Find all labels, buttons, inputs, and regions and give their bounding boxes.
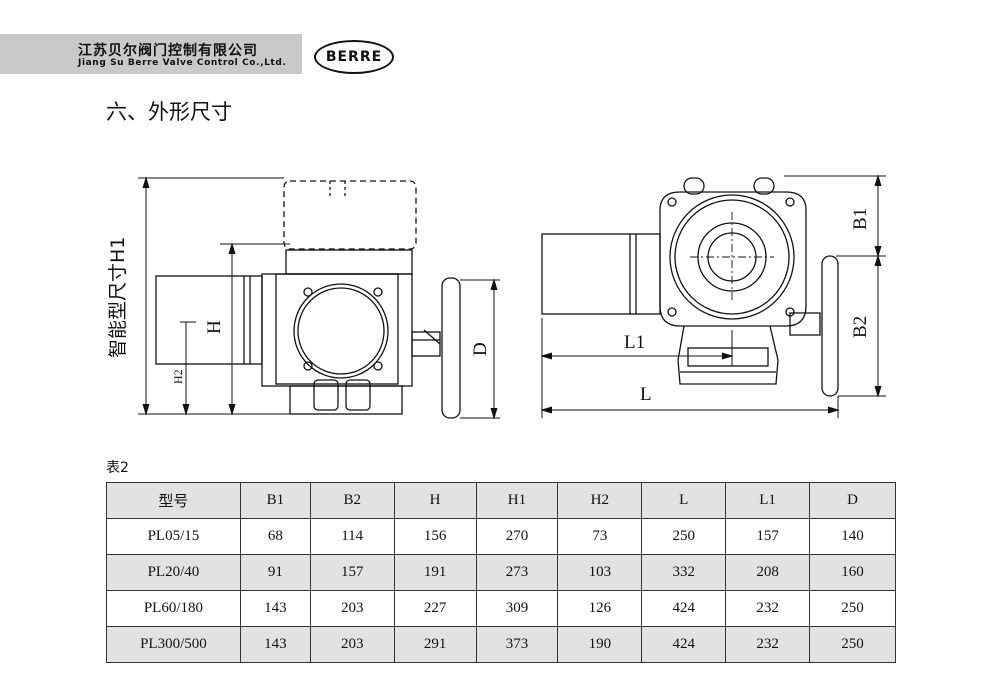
header-cell: B2 bbox=[309, 482, 395, 519]
table-cell: 103 bbox=[557, 554, 643, 591]
table-cell: 160 bbox=[809, 554, 896, 591]
table-row: PL05/15 68 114 156 270 73 250 157 140 bbox=[106, 518, 896, 555]
front-housing bbox=[659, 191, 807, 327]
handwheel-side bbox=[441, 277, 461, 419]
side-view bbox=[138, 176, 500, 420]
table-cell: 73 bbox=[557, 518, 643, 555]
header-cell: 型号 bbox=[106, 482, 241, 519]
table-cell: 140 bbox=[809, 518, 896, 555]
table-cell: 114 bbox=[309, 518, 395, 555]
table-cell: 157 bbox=[309, 554, 395, 591]
table-cell: 291 bbox=[393, 626, 477, 663]
front-ring bbox=[669, 194, 795, 320]
table-cell: 332 bbox=[641, 554, 727, 591]
table-cell: 203 bbox=[309, 626, 395, 663]
housing-box bbox=[261, 273, 413, 387]
table-cell: PL05/15 bbox=[106, 518, 241, 555]
table-cell: 143 bbox=[239, 590, 311, 627]
table-header-row: 型号 B1 B2 H H1 H2 L L1 D bbox=[106, 482, 896, 519]
front-motor bbox=[541, 233, 661, 315]
table-row: PL300/500 143 203 291 373 190 424 232 25… bbox=[106, 626, 896, 663]
table-cell: 424 bbox=[641, 626, 727, 663]
h2-dimension-label: H2 bbox=[171, 369, 185, 384]
table-cell: 309 bbox=[475, 590, 559, 627]
b2-dimension-label: B2 bbox=[850, 316, 871, 338]
logo-text: BERRE bbox=[325, 49, 383, 65]
header-cell: H1 bbox=[475, 482, 559, 519]
table-cell: 250 bbox=[641, 518, 727, 555]
table-cell: 424 bbox=[641, 590, 727, 627]
header-cell: H2 bbox=[557, 482, 643, 519]
table-cell: 203 bbox=[309, 590, 395, 627]
front-view bbox=[540, 174, 886, 418]
dimension-drawing: 智能型尺寸H1 H H2 D B1 B2 L1 L bbox=[107, 174, 886, 420]
d-dimension-label: D bbox=[470, 342, 491, 356]
table-cell: 208 bbox=[725, 554, 811, 591]
h-dimension-label: H bbox=[204, 320, 225, 334]
table-cell: 190 bbox=[557, 626, 643, 663]
table-cell: 126 bbox=[557, 590, 643, 627]
header-cell: L bbox=[641, 482, 727, 519]
dimension-table: 型号 B1 B2 H H1 H2 L L1 D PL05/15 68 114 1… bbox=[106, 482, 896, 663]
header-cell: L1 bbox=[725, 482, 811, 519]
table-cell: 232 bbox=[725, 590, 811, 627]
front-dimensions bbox=[540, 174, 886, 418]
table-cell: 227 bbox=[393, 590, 477, 627]
table-cell: PL20/40 bbox=[106, 554, 241, 591]
company-name-cn: 江苏贝尔阀门控制有限公司 bbox=[78, 43, 258, 59]
table-cell: 373 bbox=[475, 626, 559, 663]
berre-logo: BERRE bbox=[314, 40, 394, 74]
table-cell: 250 bbox=[809, 590, 896, 627]
round-cover bbox=[293, 283, 389, 379]
section-title: 六、外形尺寸 bbox=[106, 100, 232, 124]
motor-body bbox=[155, 275, 263, 365]
table-cell: 270 bbox=[475, 518, 559, 555]
l1-dimension-label: L1 bbox=[624, 332, 645, 353]
table-cell: 156 bbox=[393, 518, 477, 555]
table-cell: PL60/180 bbox=[106, 590, 241, 627]
front-base bbox=[677, 325, 779, 385]
intelligent-cover-outline bbox=[283, 180, 417, 250]
table-cell: 232 bbox=[725, 626, 811, 663]
table-row: PL60/180 143 203 227 309 126 424 232 250 bbox=[106, 590, 896, 627]
header-cell: B1 bbox=[239, 482, 311, 519]
table-row: PL20/40 91 157 191 273 103 332 208 160 bbox=[106, 554, 896, 591]
table-caption: 表2 bbox=[106, 460, 129, 476]
table-cell: 68 bbox=[239, 518, 311, 555]
header-cell: H bbox=[393, 482, 477, 519]
table-cell: PL300/500 bbox=[106, 626, 241, 663]
table-cell: 273 bbox=[475, 554, 559, 591]
company-name-en: Jiang Su Berre Valve Control Co.,Ltd. bbox=[78, 58, 287, 68]
side-dimensions bbox=[138, 176, 500, 420]
table-cell: 157 bbox=[725, 518, 811, 555]
header-band bbox=[0, 34, 302, 74]
header-cell: D bbox=[809, 482, 896, 519]
table-cell: 91 bbox=[239, 554, 311, 591]
table-cell: 250 bbox=[809, 626, 896, 663]
handwheel-front bbox=[821, 255, 839, 397]
b1-dimension-label: B1 bbox=[850, 208, 871, 230]
l-dimension-label: L bbox=[640, 384, 652, 405]
table-cell: 191 bbox=[393, 554, 477, 591]
table-cell: 143 bbox=[239, 626, 311, 663]
h1-dimension-label: 智能型尺寸H1 bbox=[107, 237, 129, 358]
